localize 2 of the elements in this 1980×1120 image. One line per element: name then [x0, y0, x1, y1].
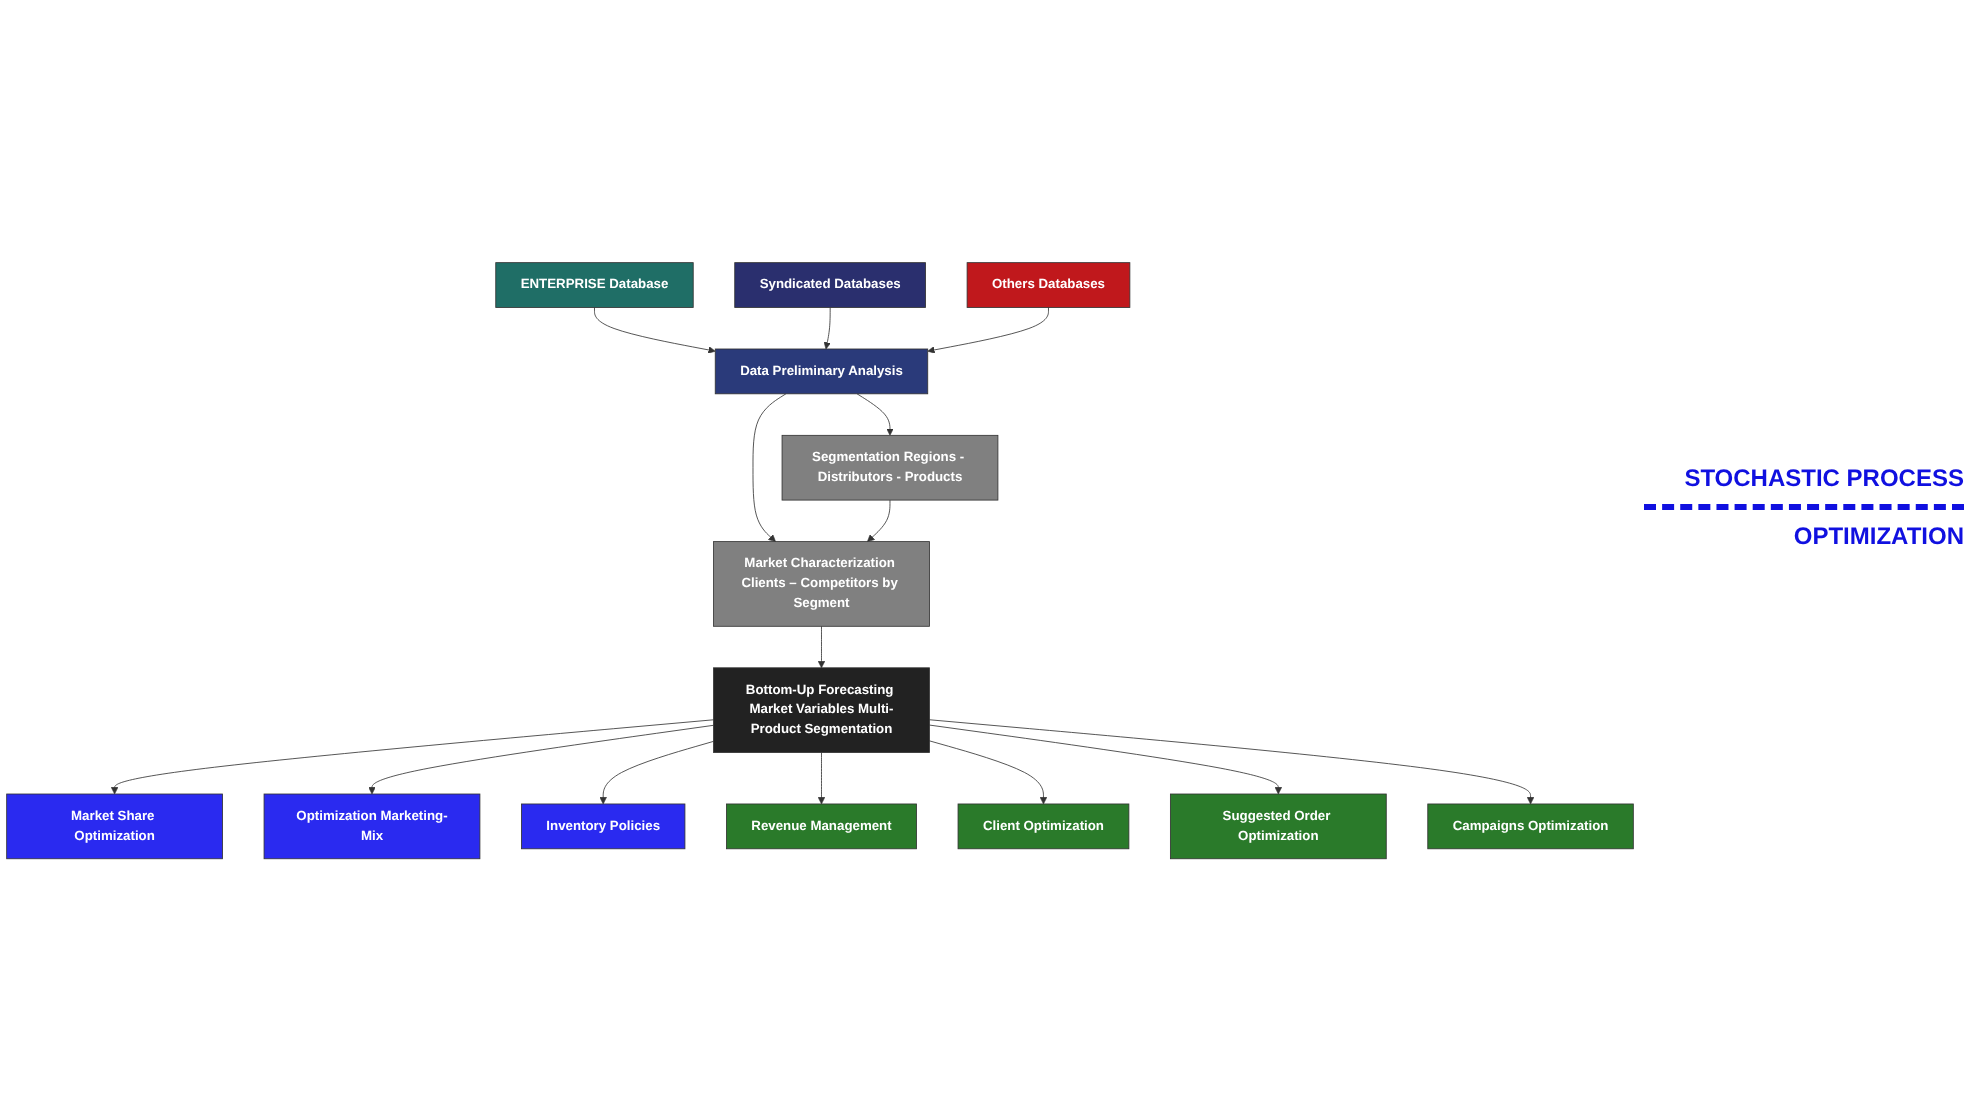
- section-label: STOCHASTIC PROCESS: [1684, 464, 1964, 492]
- section-label: OPTIMIZATION: [1793, 522, 1964, 550]
